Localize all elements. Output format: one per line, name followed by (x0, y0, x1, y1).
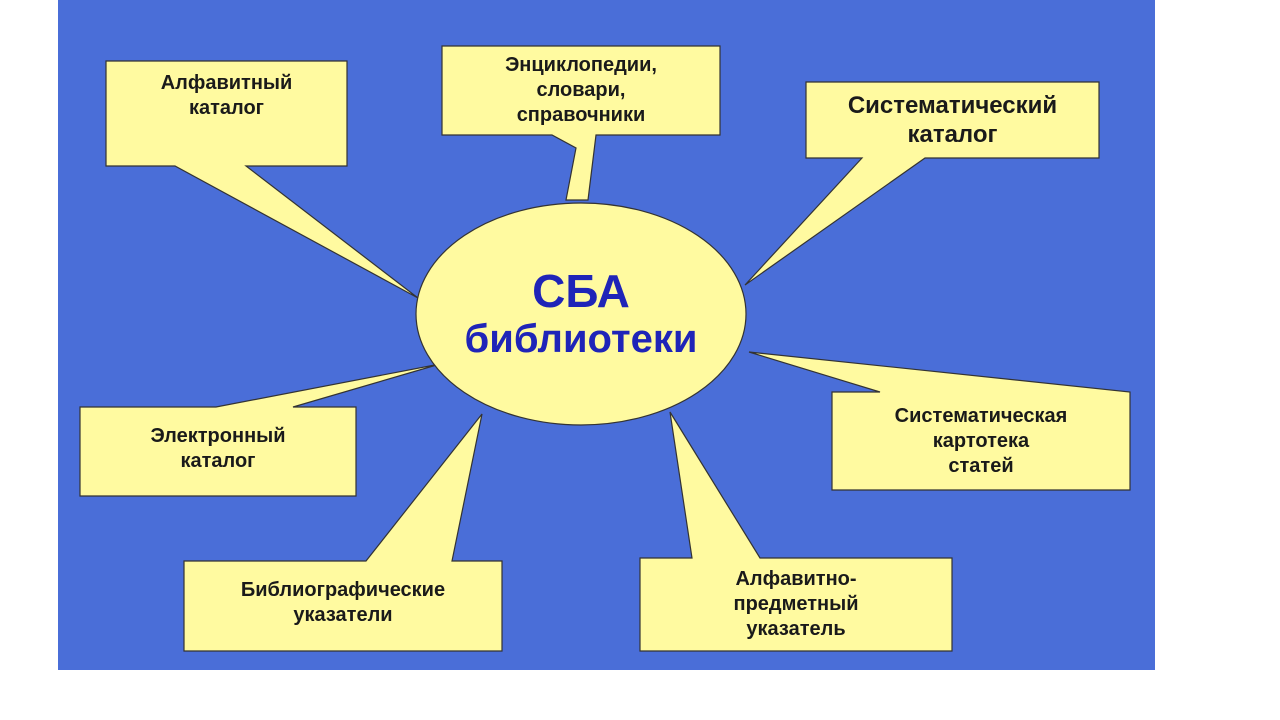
center-node: СБА библиотеки (416, 203, 746, 425)
subject-index-label: Алфавитно- предметный указатель (733, 568, 859, 640)
alphabetic-catalog-callout (105, 60, 419, 299)
electronic-catalog-label: Электронный каталог (150, 424, 286, 472)
bibliographic-indexes-label: Библиографические указатели (240, 579, 446, 626)
systematic-card-index-callout (748, 351, 1131, 491)
systematic-catalog-label: Систематический каталог (847, 91, 1058, 148)
systematic-catalog-callout (744, 81, 1100, 286)
electronic-catalog-callout (79, 363, 441, 497)
encyclopedias-callout (441, 45, 721, 201)
subject-index-callout (639, 411, 953, 652)
center-subtitle: библиотеки (464, 317, 698, 362)
systematic-card-index-label: Систематическая картотека статей (894, 404, 1068, 477)
center-ellipse (415, 202, 747, 426)
encyclopedias-label: Энциклопедии, словари, справочники (505, 54, 657, 126)
alphabetic-catalog-label: Алфавитный каталог (160, 72, 293, 119)
bibliographic-indexes-callout (183, 413, 503, 652)
center-title: СБА (532, 264, 630, 317)
